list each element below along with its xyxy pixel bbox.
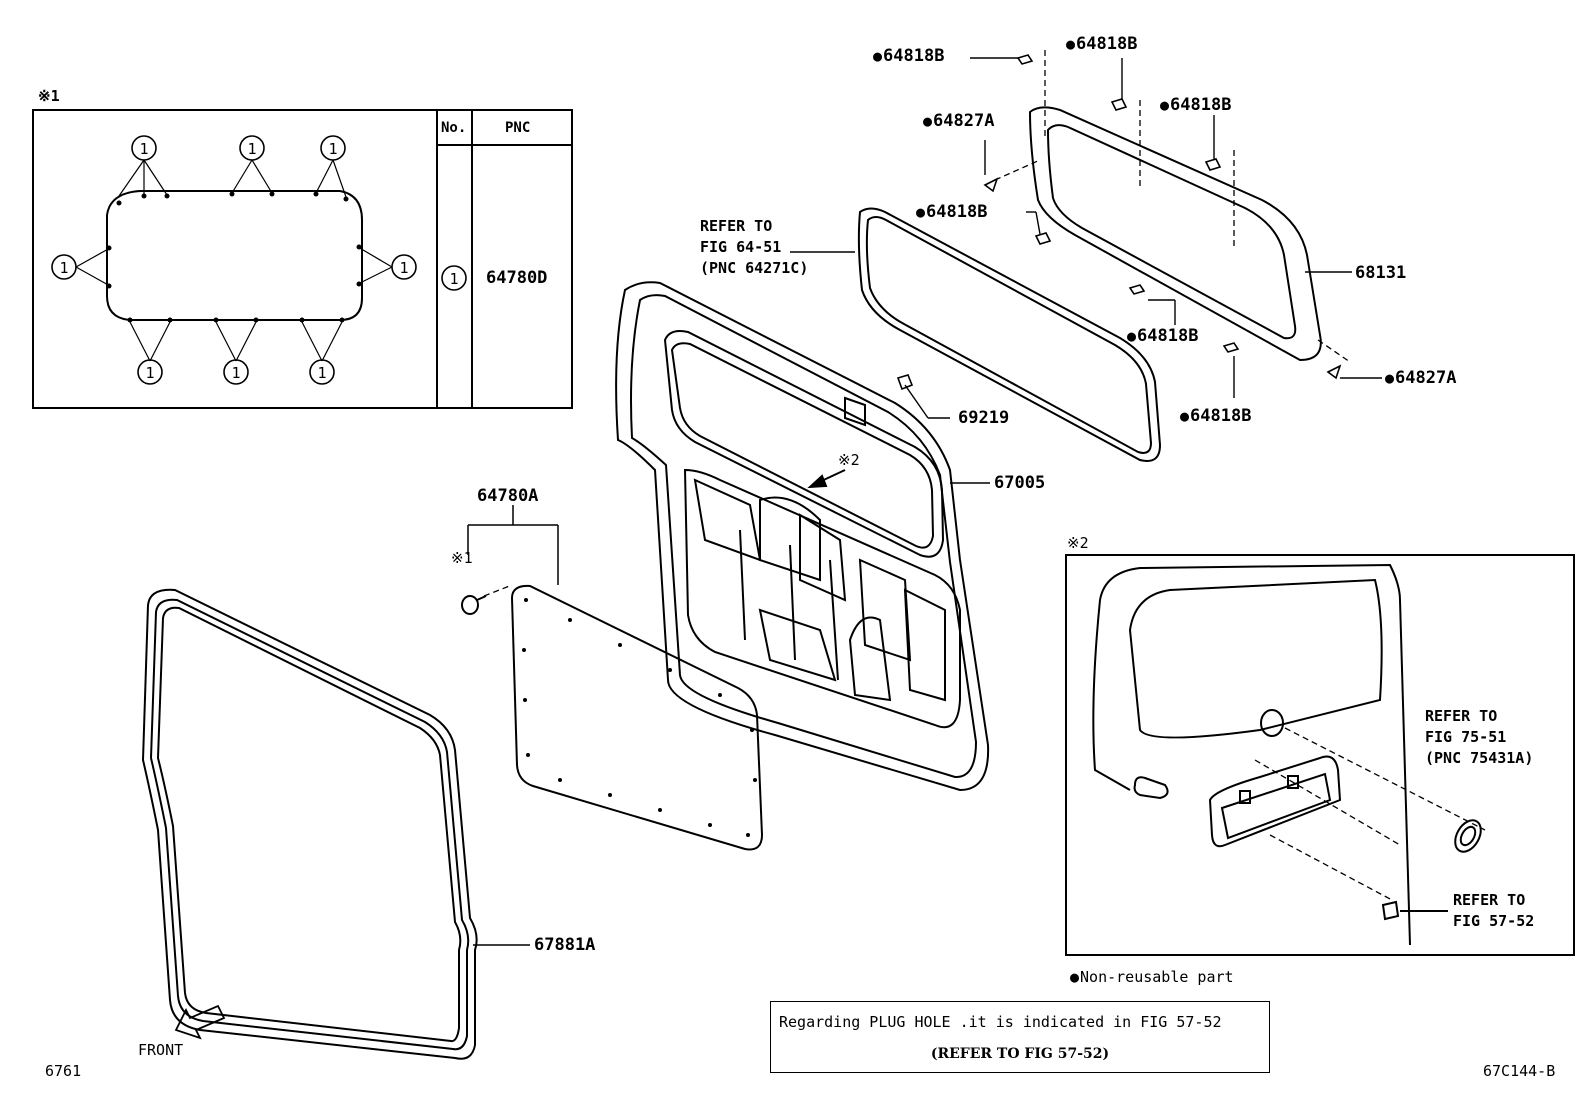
back-door-67005 [615,281,990,792]
svg-text:1: 1 [139,140,148,158]
refer-plug: REFER TO FIG 57-52 [1453,891,1535,930]
inset2-frame [1065,554,1575,956]
mark-2-door: ※2 [838,451,860,469]
mark-1-clip: ※1 [451,549,473,567]
refer-emblem: REFER TO FIG 75-51 (PNC 75431A) [1425,707,1534,767]
note-line2: (REFER TO FIG 57-52) [930,1046,1110,1062]
part-label-64827A-a: 64827A [923,111,994,131]
garnish-68131 [1028,106,1322,362]
inset2-mark: ※2 [1067,534,1089,552]
part-label-64818B-d: 64818B [916,202,987,222]
svg-text:1: 1 [145,364,154,382]
inset1-cover-outline [106,190,363,321]
part-label-64818B-e: 64818B [1127,326,1198,346]
weatherstrip-67881A [141,588,478,1060]
part-label-68131: 68131 [1355,263,1407,283]
svg-text:1: 1 [328,140,337,158]
part-label-69219: 69219 [958,408,1010,428]
part-label-64780A: 64780A [477,486,539,506]
hole-cover-64780A [510,584,764,851]
table-header-no: No. [441,120,467,136]
inset1-frame [32,109,573,409]
front-label: FRONT [138,1041,184,1059]
svg-text:1: 1 [247,140,256,158]
part-label-67881A: 67881A [534,935,596,955]
table-cell-pnc: 64780D [486,268,548,288]
svg-text:1: 1 [399,259,408,277]
part-label-64818B-b: 64818B [1066,34,1137,54]
note-line1: Regarding PLUG HOLE .it is indicated in … [779,1013,1222,1031]
refer-glass: REFER TO FIG 64-51 (PNC 64271C) [700,217,809,277]
part-label-64827A-b: 64827A [1385,368,1456,388]
part-label-64818B-c: 64818B [1160,95,1231,115]
part-label-67005: 67005 [994,473,1046,493]
part-label-64818B-a: 64818B [873,46,944,66]
glass-weatherstrip [857,207,1162,462]
part-label-64818B-f: 64818B [1180,406,1251,426]
inset1-mark: ※1 [38,87,60,105]
svg-text:1: 1 [231,364,240,382]
svg-text:1: 1 [449,270,458,288]
figure-number-left: 6761 [45,1062,82,1080]
plug-hole-note: Regarding PLUG HOLE .it is indicated in … [770,1001,1270,1073]
table-header-pnc: PNC [505,120,531,136]
svg-text:1: 1 [317,364,326,382]
svg-text:1: 1 [59,259,68,277]
legend-non-reusable: Non-reusable part [1070,967,1234,987]
figure-number-right: 67C144-B [1483,1062,1556,1080]
